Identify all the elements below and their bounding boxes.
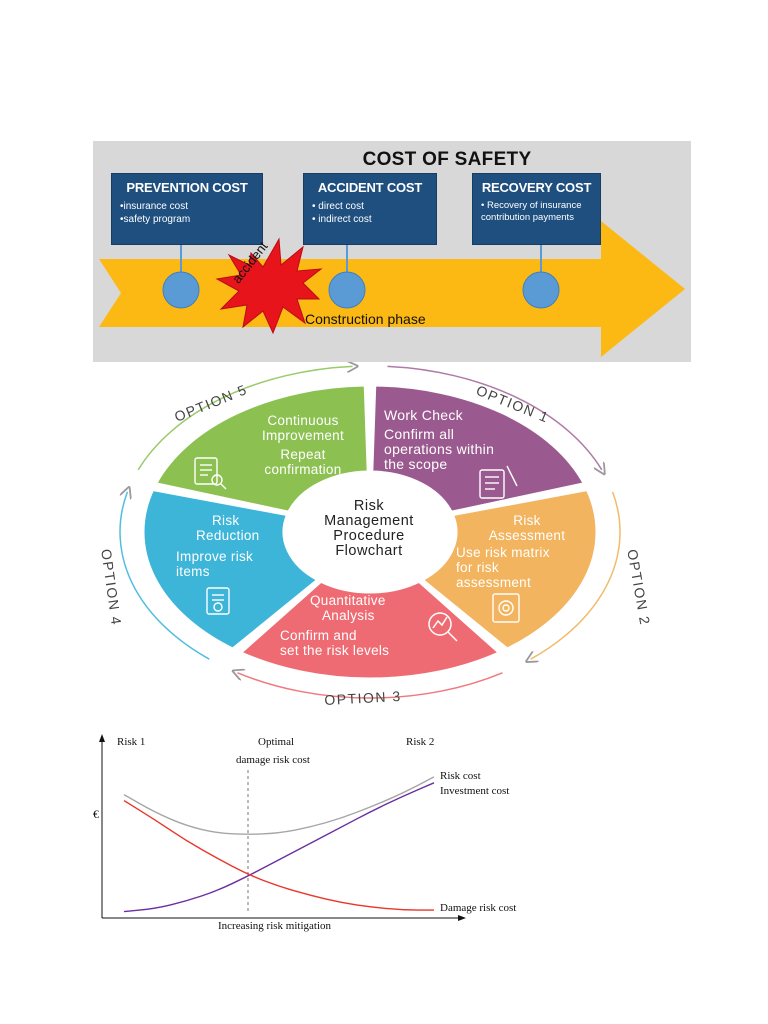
prevention-item: •insurance cost — [120, 201, 188, 212]
prevention-item: •safety program — [120, 214, 191, 225]
segment-title: Reduction — [196, 528, 260, 543]
segment-text: for risk — [456, 560, 499, 575]
prevention-cost-box: PREVENTION COST •insurance cost •safety … — [111, 173, 263, 245]
risk-flowchart-graphic — [119, 362, 621, 699]
timeline-node-accident — [328, 271, 366, 309]
accident-item: • indirect cost — [312, 214, 372, 225]
legend-damage-risk-cost: Damage risk cost — [440, 902, 517, 914]
segment-text: confirmation — [264, 462, 342, 477]
timeline-node-prevention — [162, 271, 200, 309]
y-axis-arrow — [99, 734, 105, 742]
segment-text: the scope — [384, 456, 448, 472]
segment-text: Improve risk — [176, 549, 254, 564]
x-axis-label: Increasing risk mitigation — [218, 920, 332, 932]
segment-title: Risk — [212, 513, 240, 528]
timeline-node-recovery — [522, 271, 560, 309]
recovery-cost-title: RECOVERY COST — [481, 180, 592, 195]
option-arc-3 — [238, 673, 503, 699]
x-axis-arrow — [458, 915, 466, 921]
center-line: Procedure — [333, 528, 405, 544]
segment-title: Assessment — [488, 528, 566, 543]
cost-of-safety-panel: COST OF SAFETY PREVENTION COST •insuranc… — [93, 141, 691, 362]
accident-cost-title: ACCIDENT COST — [317, 180, 423, 195]
segment-risk-assessment: Risk Assessment Use risk matrix for risk… — [448, 513, 588, 590]
option-arc-4 — [119, 492, 210, 660]
curve-risk-cost — [123, 776, 435, 835]
segment-shape-risk-assessment — [419, 487, 599, 651]
segment-text: Use risk matrix — [456, 545, 550, 560]
y-axis-label: € — [93, 807, 99, 821]
segment-text: Repeat — [280, 447, 326, 462]
flowchart-segments — [141, 383, 599, 681]
segment-text: assessment — [456, 575, 532, 590]
legend-investment-cost: Investment cost — [440, 785, 510, 797]
segment-quantitative-analysis: Quantitative Analysis Confirm and set th… — [272, 593, 458, 658]
segment-shape-work-check — [370, 383, 587, 514]
segment-title: Risk — [513, 513, 541, 528]
segment-shape-continuous-improvement — [153, 383, 370, 514]
segment-title: Analysis — [322, 608, 375, 623]
segment-title: Continuous — [267, 413, 339, 428]
damage-risk-cost-annotation: damage risk cost — [236, 754, 310, 766]
cost-of-safety-title: COST OF SAFETY — [362, 149, 532, 170]
option-arc-5 — [137, 366, 352, 471]
center-line: Risk — [353, 498, 385, 514]
accident-item: • direct cost — [312, 201, 364, 212]
prevention-cost-title: PREVENTION COST — [126, 180, 248, 195]
risk-1-label: Risk 1 — [117, 736, 146, 748]
cost-curve-chart — [99, 734, 466, 921]
segment-title: Improvement — [261, 428, 345, 443]
segment-text: operations within — [384, 441, 495, 457]
recovery-item: • Recovery of insurance — [481, 200, 582, 211]
option-arc-2 — [531, 491, 621, 659]
checklist-icon — [479, 465, 518, 499]
segment-shape-quantitative-analysis — [237, 579, 503, 681]
segment-work-check: Work Check Confirm all operations within… — [384, 408, 554, 472]
option-arc-1 — [387, 365, 601, 469]
optimal-label: Optimal — [258, 736, 295, 748]
segment-title: Quantitative — [310, 593, 386, 608]
recovery-item: contribution payments — [481, 212, 574, 223]
segment-continuous-improvement: Continuous Improvement Repeat confirmati… — [238, 413, 368, 477]
segment-text: items — [176, 564, 210, 579]
risk-2-label: Risk 2 — [406, 736, 435, 748]
recovery-cost-box: RECOVERY COST • Recovery of insurance co… — [472, 173, 601, 245]
document-icon — [194, 457, 227, 490]
segment-text: set the risk levels — [280, 643, 390, 658]
chart-curves — [123, 776, 435, 913]
option-ring — [119, 365, 621, 699]
curve-investment-cost — [123, 782, 435, 913]
legend-risk-cost: Risk cost — [440, 770, 481, 782]
center-line: Flowchart — [335, 543, 403, 559]
segment-title: Work Check — [384, 407, 463, 423]
timeline-arrow-graphic — [99, 221, 685, 357]
magnifier-icon — [428, 612, 458, 642]
accident-burst-icon — [215, 237, 323, 335]
center-line: Management — [324, 513, 414, 529]
segment-shape-risk-reduction — [141, 487, 321, 651]
risk-matrix-icon — [492, 593, 520, 623]
segment-risk-reduction: Risk Reduction Improve risk items — [170, 513, 300, 579]
construction-phase-label: Construction phase — [305, 311, 426, 327]
center-circle — [290, 476, 450, 588]
segment-text: Confirm all — [384, 426, 455, 442]
curve-damage-risk-cost — [123, 799, 434, 911]
report-icon — [206, 587, 230, 615]
segment-text: Confirm and — [280, 628, 357, 643]
accident-cost-box: ACCIDENT COST • direct cost • indirect c… — [303, 173, 437, 245]
flowchart-center-title: Risk Management Procedure Flowchart — [290, 499, 448, 559]
